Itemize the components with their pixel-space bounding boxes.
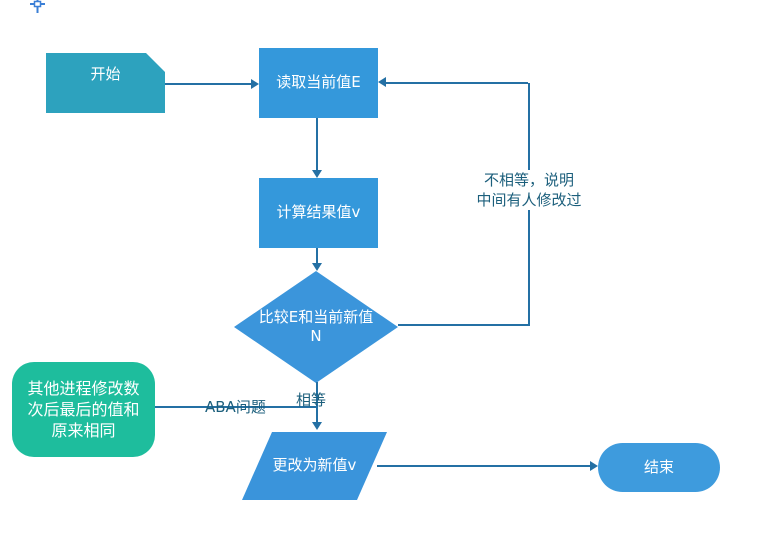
update-node-label: 更改为新值v: [272, 456, 357, 475]
note-line1: 其他进程修改数: [27, 379, 140, 398]
compare-line1: 比较E和当前新值: [258, 307, 374, 326]
end-node[interactable]: 结束: [598, 443, 720, 492]
edge-label-not-equal[interactable]: 不相等，说明 中间有人修改过: [454, 170, 604, 210]
arrowhead-into-read-left: [251, 79, 259, 89]
compute-result-node[interactable]: 计算结果值v: [259, 178, 378, 248]
start-node-label: 开始: [90, 65, 121, 84]
end-node-label: 结束: [643, 457, 674, 476]
arrowhead-into-compare: [312, 263, 322, 271]
read-current-value-node[interactable]: 读取当前值E: [259, 48, 378, 118]
compute-node-label: 计算结果值v: [276, 203, 361, 222]
crosshair-cursor-icon: [30, 0, 45, 13]
connector-note-to-junction: [155, 406, 317, 408]
connector-compare-to-update: [316, 382, 318, 422]
compare-decision-text: 比较E和当前新值 N: [228, 271, 404, 383]
feedback-horizontal-bottom: [398, 324, 530, 326]
compare-line2: N: [310, 327, 322, 345]
arrowhead-into-end: [590, 461, 598, 471]
connector-read-to-compute: [316, 118, 318, 170]
edge-label-aba[interactable]: ABA问题: [205, 398, 266, 416]
connector-compute-to-compare: [316, 248, 318, 263]
aba-note-node[interactable]: 其他进程修改数 次后最后的值和 原来相同: [12, 362, 155, 457]
arrowhead-into-update: [312, 422, 322, 430]
update-value-node[interactable]: 更改为新值v: [242, 432, 387, 500]
note-line2: 次后最后的值和: [27, 400, 140, 419]
note-line3: 原来相同: [51, 421, 116, 440]
arrowhead-into-compute: [312, 170, 322, 178]
connector-update-to-end: [377, 465, 590, 467]
edge-label-equal[interactable]: 相等: [296, 391, 327, 409]
arrowhead-into-read-right: [378, 77, 386, 87]
edge-label-not-equal-line2: 中间有人修改过: [476, 191, 582, 209]
feedback-horizontal-top: [386, 82, 528, 84]
edge-label-not-equal-line1: 不相等，说明: [483, 171, 574, 189]
connector-start-to-read: [165, 83, 251, 85]
start-node[interactable]: 开始: [46, 53, 165, 113]
read-node-label: 读取当前值E: [276, 73, 361, 92]
